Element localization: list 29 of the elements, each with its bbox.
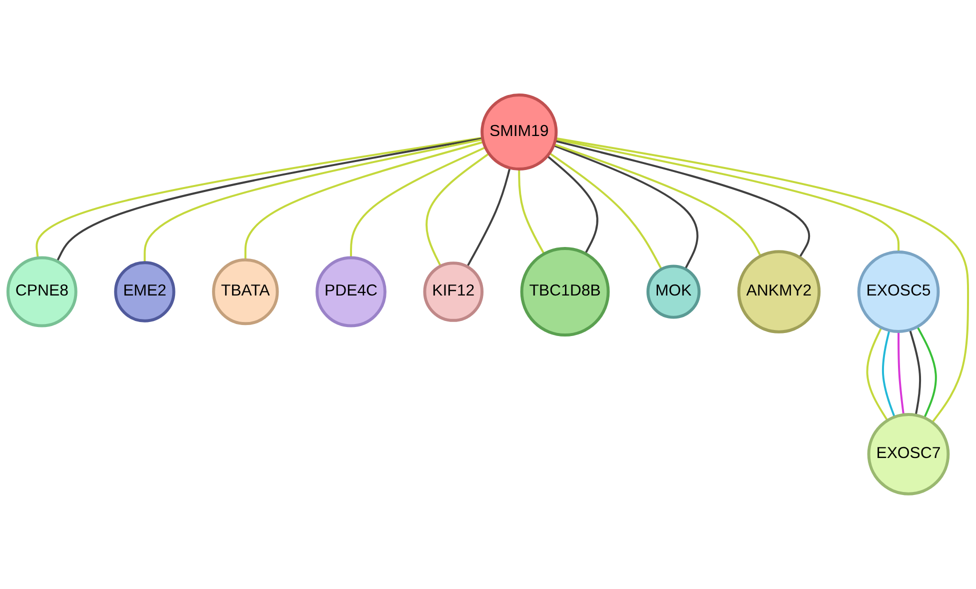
connector	[554, 140, 810, 258]
node-circle: EXOSC5	[857, 250, 940, 334]
node-circle: EXOSC7	[867, 413, 950, 496]
node-circle: SMIM19	[480, 94, 558, 171]
connector	[548, 152, 662, 270]
connector	[553, 144, 698, 270]
connector	[426, 152, 490, 267]
connector	[555, 137, 970, 424]
connector	[916, 326, 937, 418]
connector	[908, 330, 922, 416]
node-circle: PDE4C	[316, 256, 386, 328]
node-circle: KIF12	[423, 262, 484, 322]
connector	[144, 138, 484, 263]
connector	[546, 155, 598, 254]
connector	[244, 141, 484, 260]
node-circle: ANKMY2	[737, 250, 821, 334]
connector	[518, 169, 545, 254]
node-circle: TBATA	[212, 258, 279, 326]
node-circle: TBC1D8B	[520, 247, 610, 337]
connector	[866, 327, 888, 422]
node-circle: MOK	[646, 264, 701, 319]
node-circle: CPNE8	[6, 256, 78, 328]
connector	[898, 332, 905, 415]
connector	[882, 330, 896, 418]
node-circle: EME2	[114, 261, 176, 322]
connector	[350, 146, 486, 258]
connector	[466, 168, 511, 268]
connector	[555, 138, 900, 252]
connector	[554, 144, 762, 257]
